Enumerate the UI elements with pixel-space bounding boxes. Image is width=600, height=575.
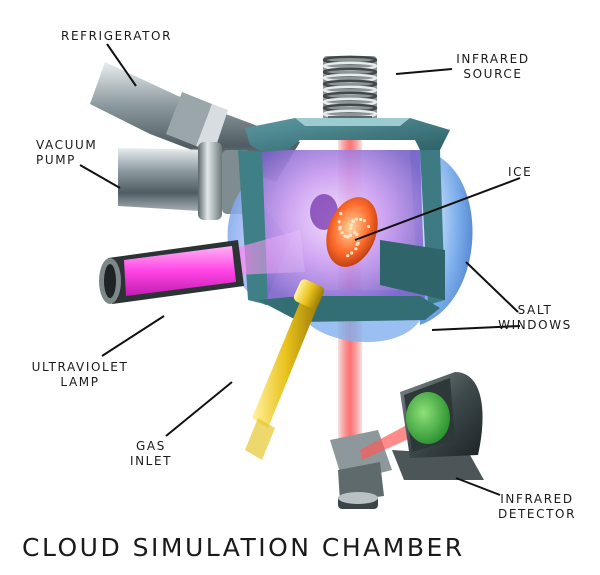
label-infrared-detector-line2: DETECTOR xyxy=(497,507,577,521)
uv-light-cone xyxy=(235,230,305,275)
ice-crystal xyxy=(337,220,341,224)
ice-crystal xyxy=(346,234,350,238)
ice-crystal xyxy=(348,233,352,237)
ice-crystal xyxy=(355,242,359,246)
ice-sample xyxy=(310,194,378,267)
label-infrared-source-line2: SOURCE xyxy=(463,67,523,81)
ice-crystal xyxy=(351,219,356,223)
label-salt-windows-line1: SALT xyxy=(517,303,553,317)
label-infrared-source-line1: INFRARED xyxy=(456,52,530,66)
label-ultraviolet-lamp-line2: LAMP xyxy=(60,375,100,389)
label-vacuum-pump-line1: VACUUM xyxy=(36,138,98,152)
label-refrigerator-text: REFRIGERATOR xyxy=(61,29,173,43)
leader-gas-inlet xyxy=(165,381,233,437)
label-ultraviolet-lamp: ULTRAVIOLET LAMP xyxy=(28,360,132,390)
leader-vacuum-pump xyxy=(79,164,121,189)
ice-crystal xyxy=(353,230,357,235)
label-vacuum-pump-line2: PUMP xyxy=(36,153,77,167)
infrared-detector xyxy=(392,372,484,480)
ice-crystal xyxy=(350,251,354,255)
ice-crystal xyxy=(355,232,359,237)
label-infrared-source: INFRARED SOURCE xyxy=(452,52,534,82)
gas-inlet-tube xyxy=(245,279,325,460)
ice-crystal xyxy=(354,217,358,221)
ice-crystal xyxy=(339,212,343,216)
label-salt-windows-line2: WINDOWS xyxy=(498,318,572,332)
label-gas-inlet-line2: INLET xyxy=(129,454,173,468)
leader-refrigerator xyxy=(106,43,137,87)
label-gas-inlet: GAS INLET xyxy=(120,439,182,469)
label-salt-windows: SALT WINDOWS xyxy=(498,303,572,333)
label-gas-inlet-line1: GAS xyxy=(136,439,166,453)
label-refrigerator: REFRIGERATOR xyxy=(61,29,172,44)
ice-crystal xyxy=(338,225,342,229)
ice-crystal xyxy=(349,223,353,227)
label-infrared-detector: INFRARED DETECTOR xyxy=(494,492,580,522)
label-infrared-detector-line1: INFRARED xyxy=(500,492,574,506)
diagram-title: CLOUD SIMULATION CHAMBER xyxy=(22,533,465,562)
leader-ice xyxy=(354,177,521,241)
ice-crystal xyxy=(359,217,363,221)
infrared-source-coil xyxy=(322,55,378,126)
ice-crystal xyxy=(346,254,350,258)
leader-infrared-detector xyxy=(455,477,501,496)
ice-crystal xyxy=(367,224,371,229)
ice-crystal xyxy=(354,247,358,251)
ice-crystal xyxy=(362,219,366,223)
ultraviolet-lamp xyxy=(99,230,305,304)
label-ultraviolet-lamp-line1: ULTRAVIOLET xyxy=(31,360,129,374)
vacuum-pump-pipe xyxy=(118,142,250,220)
label-vacuum-pump: VACUUM PUMP xyxy=(36,138,97,168)
leader-salt-windows-a xyxy=(431,325,521,331)
leader-lines xyxy=(79,43,521,496)
leader-salt-windows-b xyxy=(465,261,519,313)
leader-ultraviolet-lamp xyxy=(101,315,165,357)
ice-crystal xyxy=(340,231,344,235)
ice-crystal xyxy=(343,234,347,238)
leader-infrared-source xyxy=(395,68,453,75)
ice-crystal xyxy=(349,226,353,231)
label-ice: ICE xyxy=(508,165,532,180)
label-ice-text: ICE xyxy=(508,165,533,179)
